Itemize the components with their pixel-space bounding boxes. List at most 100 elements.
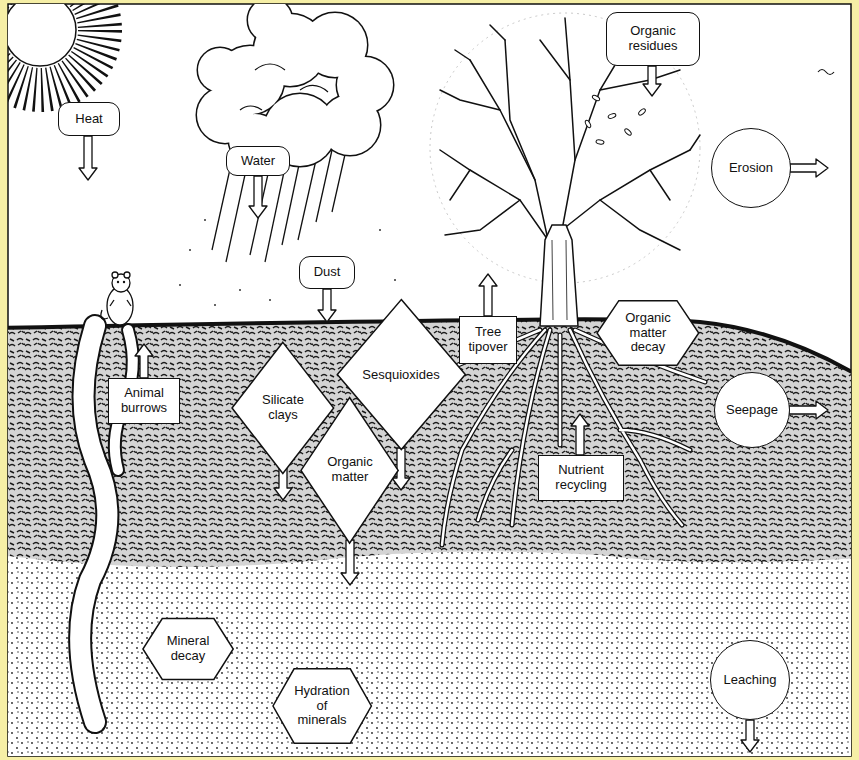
dot bbox=[239, 289, 241, 291]
leaf bbox=[638, 108, 647, 116]
loss-circle: Seepage bbox=[714, 372, 790, 448]
input-box: Heat bbox=[58, 102, 120, 136]
node-label: Dust bbox=[305, 265, 349, 280]
node-text: Erosion bbox=[719, 161, 783, 176]
node-text: Tree tipover bbox=[465, 325, 511, 355]
leaf bbox=[592, 94, 601, 101]
animal-ear bbox=[112, 272, 118, 278]
down-arrow bbox=[79, 136, 97, 180]
branch bbox=[600, 70, 680, 90]
burrow-outline bbox=[80, 326, 107, 722]
input-box: Dust bbox=[299, 256, 355, 289]
node-text: Seepage bbox=[722, 403, 782, 418]
animal-paws bbox=[110, 300, 131, 306]
twigs bbox=[450, 25, 700, 200]
process-arrows bbox=[79, 66, 828, 752]
node-label: Heat bbox=[64, 112, 114, 127]
cloud-puff bbox=[198, 48, 242, 92]
animal-eye bbox=[117, 281, 119, 283]
tree-trunk bbox=[540, 225, 578, 326]
node-text: Nutrient recycling bbox=[544, 463, 618, 493]
node-label: Organic matter decay bbox=[618, 311, 678, 356]
rain-line bbox=[265, 172, 284, 262]
node-text: Mineral decay bbox=[158, 634, 218, 664]
node-label: Leaching bbox=[718, 673, 782, 688]
node-label: Erosion bbox=[719, 161, 783, 176]
dot bbox=[204, 219, 206, 221]
groundhog bbox=[101, 272, 133, 325]
rain-line bbox=[226, 170, 246, 262]
branch bbox=[600, 200, 680, 250]
leaf bbox=[584, 120, 591, 129]
cloud-puff bbox=[198, 48, 242, 92]
branches bbox=[440, 18, 700, 250]
node-label: Mineral decay bbox=[158, 634, 218, 664]
animal-ear bbox=[124, 272, 130, 278]
node-label: Animal burrows bbox=[114, 386, 174, 416]
node-label: Seepage bbox=[722, 403, 782, 418]
branch bbox=[562, 150, 690, 230]
down-arrow bbox=[318, 289, 336, 322]
node-text: Silicate clays bbox=[255, 393, 311, 423]
node-text: Organic matter bbox=[322, 455, 378, 485]
mixing-box: Animal burrows bbox=[108, 378, 180, 424]
input-box: Organic residues bbox=[606, 12, 700, 66]
loss-circle: Leaching bbox=[710, 640, 790, 720]
node-text: Hydration of minerals bbox=[291, 684, 353, 729]
mixing-box: Tree tipover bbox=[459, 316, 517, 364]
animal-body bbox=[107, 287, 133, 325]
rain-line bbox=[332, 150, 346, 212]
burrow bbox=[80, 326, 107, 722]
node-text: Dust bbox=[305, 265, 349, 280]
scene bbox=[8, 4, 851, 756]
mixing-box: Nutrient recycling bbox=[538, 455, 624, 501]
node-label: Nutrient recycling bbox=[544, 463, 618, 493]
down-arrow bbox=[341, 540, 359, 585]
transformation-hexagon: Organic matter decay bbox=[596, 300, 700, 366]
animal-tail bbox=[101, 310, 108, 319]
node-text: Sesquioxides bbox=[356, 368, 446, 383]
dust-dots bbox=[179, 219, 396, 306]
node-text: Organic matter decay bbox=[618, 311, 678, 356]
node-label: Organic matter bbox=[322, 455, 378, 485]
node-label: Tree tipover bbox=[465, 325, 511, 355]
trunk-bark bbox=[552, 240, 567, 320]
wind-squiggle bbox=[818, 70, 834, 75]
branch bbox=[470, 60, 548, 240]
diamond-shape bbox=[301, 397, 398, 543]
dot bbox=[214, 304, 216, 306]
down-arrow bbox=[643, 66, 661, 96]
transformation-hexagon: Hydration of minerals bbox=[272, 668, 372, 744]
node-label: Water bbox=[232, 154, 284, 169]
transformation-hexagon: Mineral decay bbox=[142, 618, 234, 680]
dot bbox=[269, 299, 271, 301]
branch bbox=[445, 200, 520, 235]
cloud-detail bbox=[240, 64, 328, 110]
node-text: Heat bbox=[64, 112, 114, 127]
animal-eye bbox=[123, 281, 125, 283]
dot bbox=[379, 229, 381, 231]
dot bbox=[179, 284, 181, 286]
up-arrow bbox=[479, 274, 497, 316]
down-arrow bbox=[249, 176, 267, 218]
leaf bbox=[624, 128, 632, 136]
subsoil bbox=[8, 551, 851, 756]
branch bbox=[440, 150, 548, 240]
rain-line bbox=[298, 160, 316, 240]
dot bbox=[189, 249, 191, 251]
cloud-fill bbox=[197, 4, 393, 166]
input-box: Water bbox=[226, 146, 290, 176]
dot bbox=[394, 279, 396, 281]
translocation-diamond: Organic matter bbox=[300, 396, 399, 545]
hexagon-shape bbox=[597, 301, 699, 366]
node-label: Sesquioxides bbox=[356, 368, 446, 383]
sun bbox=[8, 4, 76, 66]
hexagon-shape bbox=[273, 669, 371, 743]
down-arrow bbox=[741, 720, 759, 752]
loss-circle: Erosion bbox=[711, 128, 791, 208]
rain-line bbox=[212, 160, 232, 250]
node-label: Hydration of minerals bbox=[291, 684, 353, 729]
node-text: Organic residues bbox=[618, 24, 688, 54]
